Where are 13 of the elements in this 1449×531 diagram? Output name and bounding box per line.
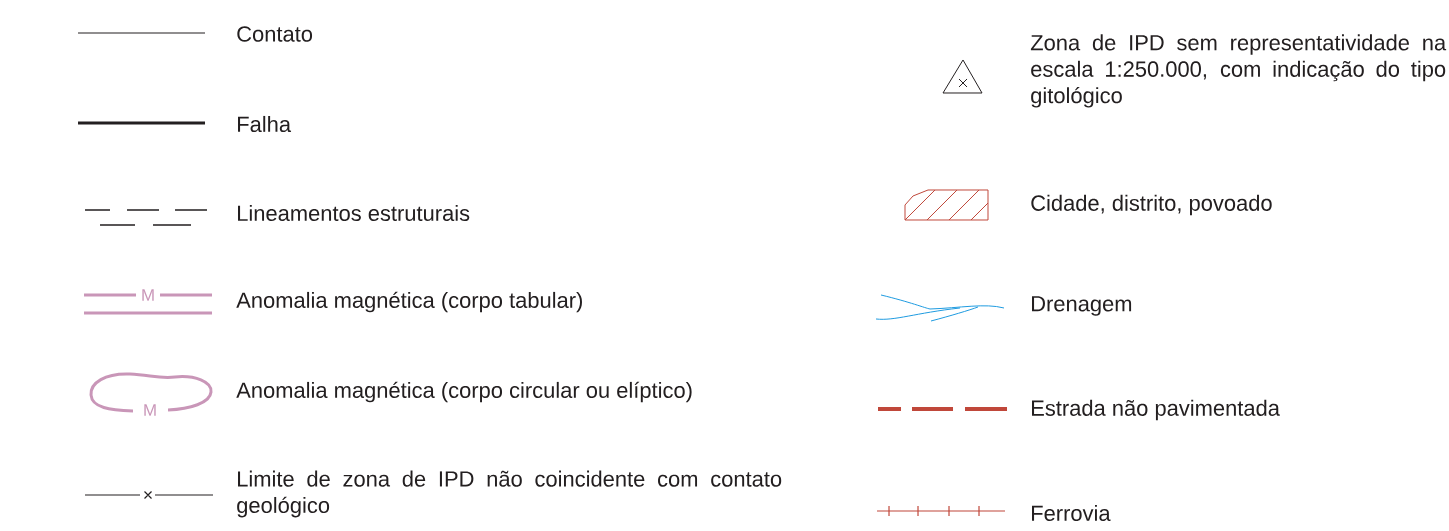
legend-text: Ferrovia (1032, 504, 1111, 522)
legend-text: Cidade, distrito, povoado (1031, 194, 1272, 216)
legend-text: Drenagem (1032, 296, 1132, 316)
symbol-letter: M (144, 404, 156, 416)
legend-text: Lineamentos estruturais (238, 204, 470, 222)
legend-text: Estrada não pavimentada (1032, 399, 1280, 421)
legend-text: Contato (237, 26, 313, 42)
legend-text: Anomalia magnética (corpo tabular) (236, 291, 582, 313)
legend-text: Zona de IPD sem representatividade na escala 1:250.000, com indicação do tipo gitológico (1030, 34, 1447, 108)
legend-text: Falha (238, 115, 292, 133)
legend-text: Limite de zona de IPD não coincidente com contato geológico (237, 470, 782, 518)
symbol-letter: M (142, 289, 154, 301)
legend-text: Anomalia magnética (corpo circular ou elíptico) (236, 381, 692, 403)
